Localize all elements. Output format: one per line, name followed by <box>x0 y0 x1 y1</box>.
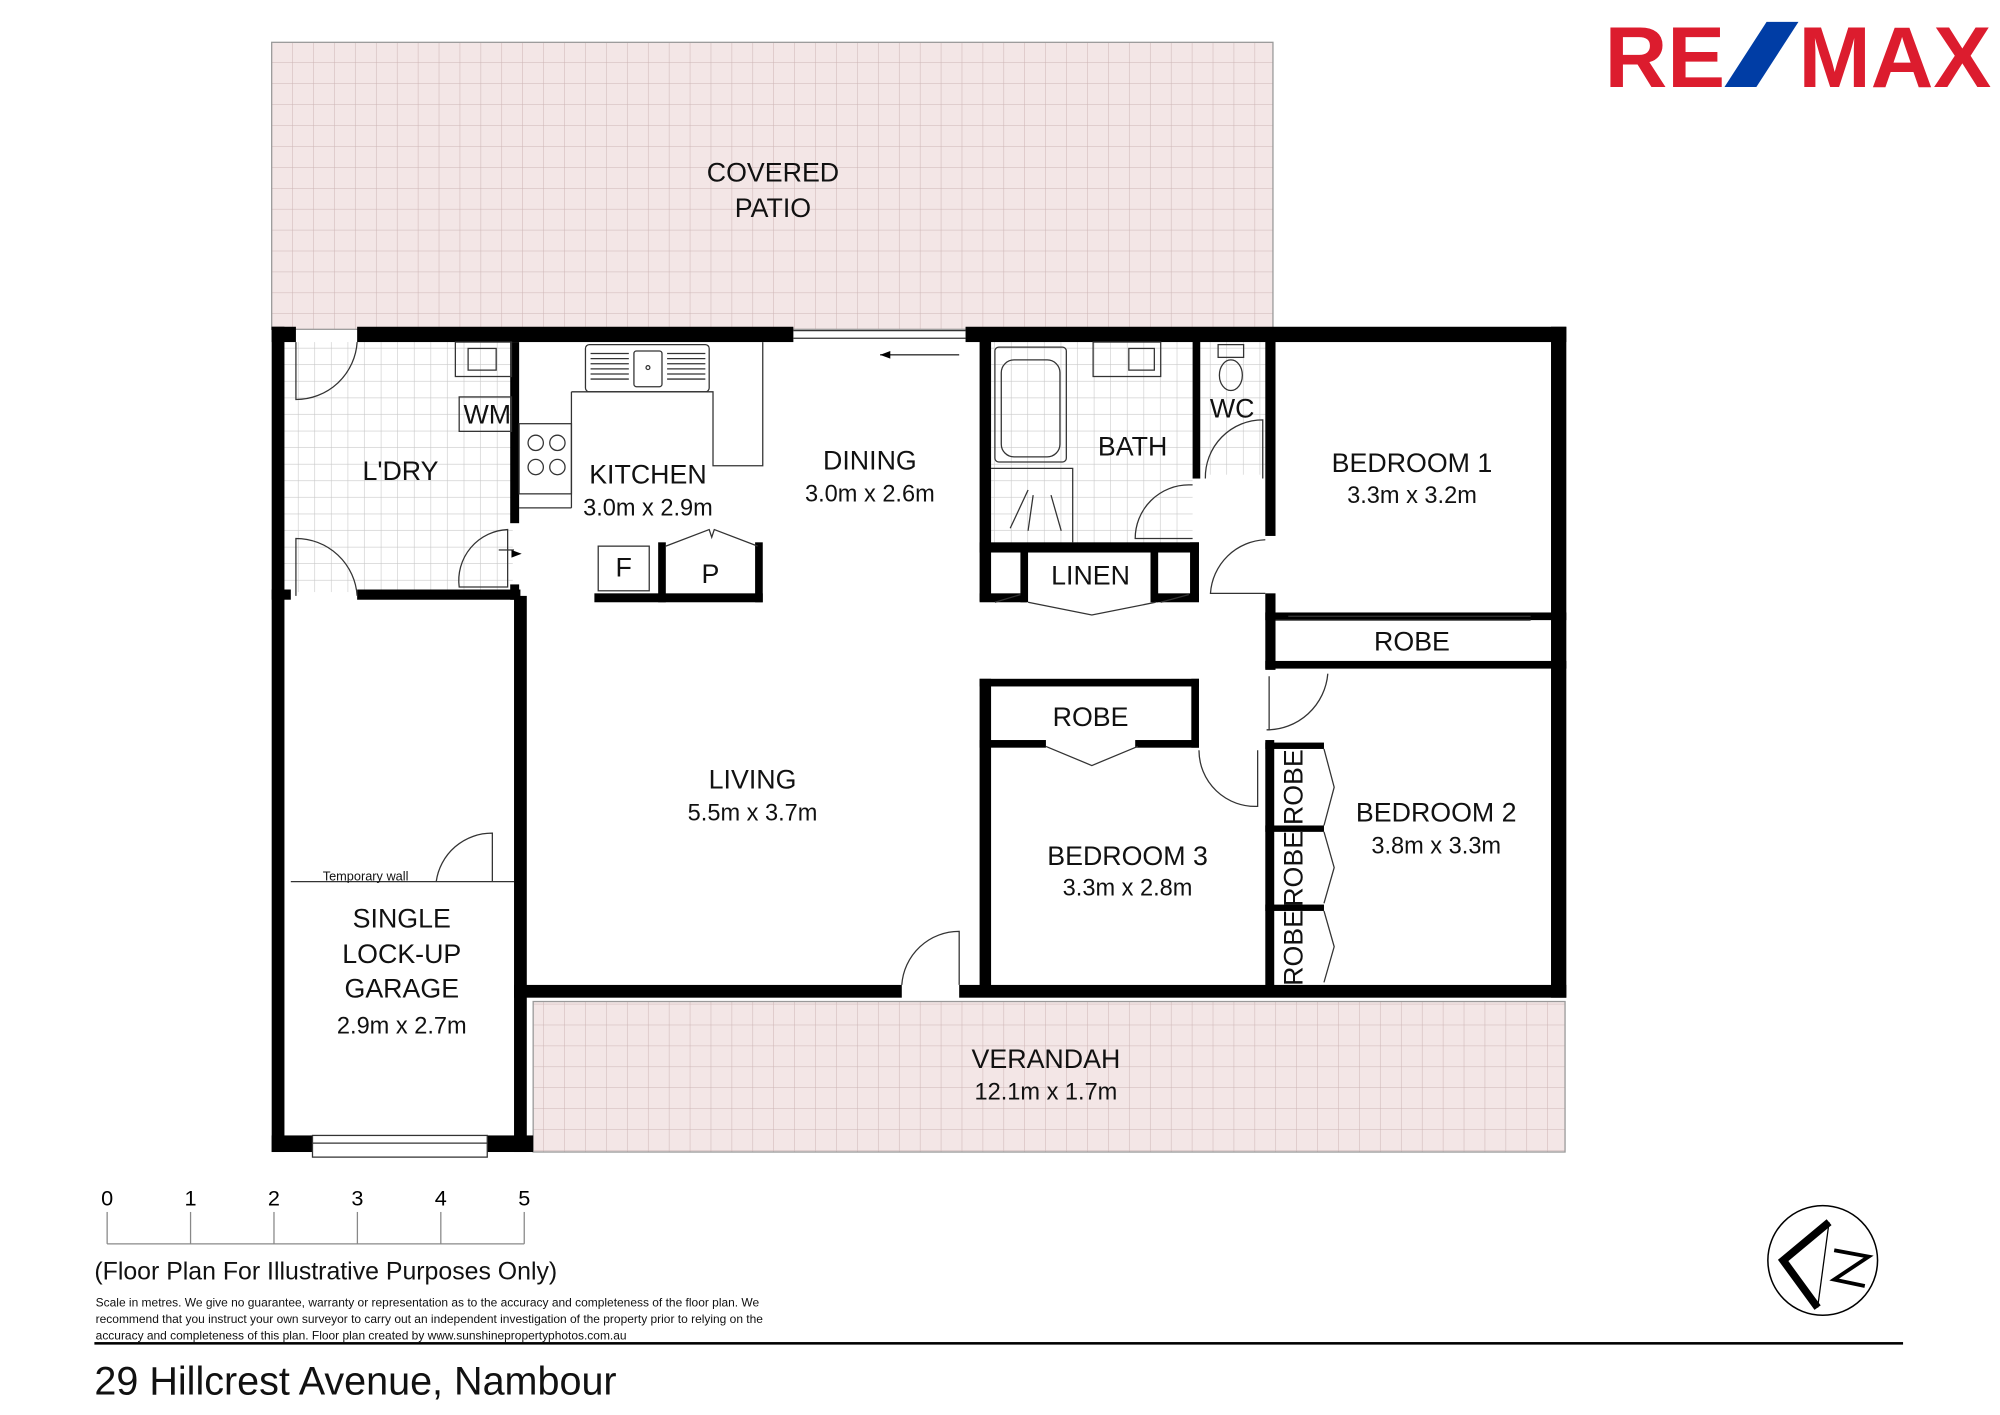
disclaimer-line: accuracy and completeness of this plan. … <box>96 1329 627 1343</box>
scale-bar: 0 1 2 3 4 5 <box>101 1186 530 1245</box>
wc-label: WC <box>1210 393 1255 423</box>
remax-logo: RE MAX <box>1605 9 1992 106</box>
verandah-dims: 12.1m x 1.7m <box>974 1079 1117 1105</box>
logo-re: RE <box>1605 9 1725 106</box>
north-compass-icon <box>1767 1204 1879 1317</box>
north-n-glyph <box>1829 1248 1874 1288</box>
scale-tick-label: 4 <box>435 1186 447 1211</box>
bedroom3-dims: 3.3m x 2.8m <box>1063 875 1193 901</box>
logo-max: MAX <box>1798 9 1991 106</box>
bedroom3-label: BEDROOM 3 <box>1047 841 1208 871</box>
fixtures <box>290 329 1531 1158</box>
bedroom1-dims: 3.3m x 3.2m <box>1347 482 1477 508</box>
linen-label: LINEN <box>1051 560 1130 590</box>
pantry-label: P <box>702 559 720 589</box>
scale-tick-label: 5 <box>518 1186 530 1211</box>
footer-divider <box>94 1342 1904 1345</box>
garage-label: SINGLE <box>353 904 451 934</box>
bedroom2-robe-label: ROBE <box>1278 749 1308 825</box>
illustrative-note: (Floor Plan For Illustrative Purposes On… <box>94 1258 557 1286</box>
bedroom2-robe-label: ROBE <box>1278 910 1308 986</box>
verandah-area <box>532 1000 1566 1153</box>
garage-label-3: GARAGE <box>345 974 460 1004</box>
disclaimer-line: recommend that you instruct your own sur… <box>96 1312 764 1326</box>
dining-dims: 3.0m x 2.6m <box>805 481 935 507</box>
covered-patio-label-2: PATIO <box>735 193 811 223</box>
fridge-label: F <box>616 553 632 583</box>
bedroom2-robe-label: ROBE <box>1278 831 1308 907</box>
bath-label: BATH <box>1098 432 1167 462</box>
bedroom2-label: BEDROOM 2 <box>1356 798 1517 828</box>
washing-machine-label: WM <box>463 400 511 430</box>
garage-label-2: LOCK-UP <box>342 939 461 969</box>
garage-dims: 2.9m x 2.7m <box>337 1012 467 1038</box>
living-dims: 5.5m x 3.7m <box>688 799 818 825</box>
bedroom1-robe-label: ROBE <box>1374 627 1450 657</box>
laundry-label: L'DRY <box>362 456 438 486</box>
covered-patio-label: COVERED <box>707 157 839 187</box>
scale-tick-label: 1 <box>185 1186 197 1211</box>
bedroom1-label: BEDROOM 1 <box>1332 448 1493 478</box>
scale-tick-label: 0 <box>101 1186 113 1211</box>
dining-label: DINING <box>823 446 917 476</box>
property-address: 29 Hillcrest Avenue, Nambour <box>94 1359 616 1403</box>
scale-tick-label: 2 <box>268 1186 280 1211</box>
covered-patio-area <box>271 41 1274 330</box>
laundry-tiles <box>283 342 513 593</box>
verandah-label: VERANDAH <box>972 1044 1121 1074</box>
logo-slash <box>1724 21 1799 87</box>
bedroom3-robe-label: ROBE <box>1053 702 1129 732</box>
kitchen-label: KITCHEN <box>589 460 706 490</box>
doors <box>295 342 1329 985</box>
kitchen-dims: 3.0m x 2.9m <box>583 495 713 521</box>
temporary-wall-note: Temporary wall <box>323 868 409 883</box>
disclaimer-line: Scale in metres. We give no guarantee, w… <box>96 1295 760 1309</box>
bath-tiles <box>991 342 1193 544</box>
scale-tick-label: 3 <box>351 1186 363 1211</box>
bedroom2-dims: 3.8m x 3.3m <box>1371 833 1501 859</box>
living-label: LIVING <box>709 764 797 794</box>
